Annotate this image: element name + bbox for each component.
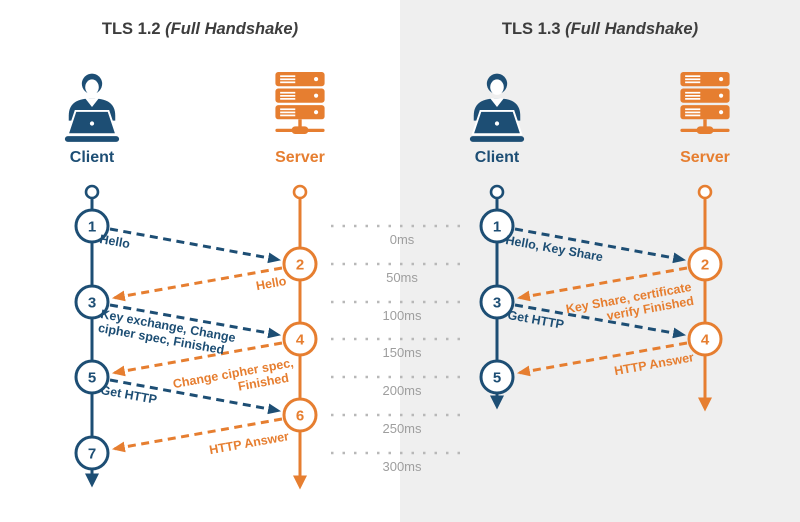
tls12-title-suffix: (Full Handshake) xyxy=(165,20,299,38)
tls12-step-4: 4 xyxy=(296,332,305,349)
tls12-message-arrows xyxy=(109,227,283,453)
tls12-arrow-get-http xyxy=(109,378,282,415)
tls12-title: TLS 1.2 (Full Handshake) xyxy=(0,20,400,39)
tls12-step-2: 2 xyxy=(296,257,304,274)
tls12-arrow-hello-reply xyxy=(111,266,283,302)
tls13-step-2: 2 xyxy=(701,257,709,274)
tls12-client-icon xyxy=(64,73,120,142)
time-label-250ms: 250ms xyxy=(382,421,422,436)
tls13-title-version: TLS 1.3 xyxy=(501,20,561,38)
tls12-step-5: 5 xyxy=(88,370,96,387)
tls13-step-1: 1 xyxy=(493,219,501,236)
tls13-title-suffix: (Full Handshake) xyxy=(565,20,699,38)
tls13-step-3: 3 xyxy=(493,295,501,312)
time-label-200ms: 200ms xyxy=(382,383,422,398)
tls13-step-4: 4 xyxy=(701,332,710,349)
tls12-title-version: TLS 1.2 xyxy=(101,20,161,38)
tls12-arrow-key-exchange xyxy=(109,303,282,339)
tls13-step-5: 5 xyxy=(493,370,501,387)
tls13-arrow-hello-keyshare xyxy=(514,227,687,264)
time-gridlines xyxy=(331,224,469,455)
tls13-client-label: Client xyxy=(474,149,520,166)
tls13-server-icon xyxy=(680,72,730,134)
tls12-arrow-change-cipher xyxy=(111,341,283,377)
tls12-step-1: 1 xyxy=(88,219,96,236)
tls12-step-circles: 1 2 3 4 5 6 7 xyxy=(74,208,318,471)
tls13-message-arrows xyxy=(514,227,688,377)
tls12-server-label: Server xyxy=(275,149,325,166)
tls12-step-3: 3 xyxy=(88,295,96,312)
tls12-step-6: 6 xyxy=(296,408,304,425)
tls13-client-icon xyxy=(469,73,525,142)
tls12-arrow-http-answer xyxy=(111,417,283,453)
tls13-arrow-get-http xyxy=(514,303,687,339)
tls13-title: TLS 1.3 (Full Handshake) xyxy=(400,20,800,39)
time-label-100ms: 100ms xyxy=(382,308,422,323)
tls12-server-icon xyxy=(275,72,325,134)
tls13-step-circles: 1 2 3 4 5 xyxy=(479,208,723,395)
time-label-150ms: 150ms xyxy=(382,345,422,360)
tls13-arrow-http-answer xyxy=(516,341,688,377)
time-label-50ms: 50ms xyxy=(386,270,418,285)
tls12-step-7: 7 xyxy=(88,446,96,463)
lifeline-start-dots xyxy=(84,184,713,200)
tls13-server-label: Server xyxy=(680,149,730,166)
time-label-0ms: 0ms xyxy=(389,232,415,247)
tls13-arrow-keyshare-finished xyxy=(516,266,688,302)
time-label-300ms: 300ms xyxy=(382,459,422,474)
tls13-panel-background xyxy=(400,0,800,522)
tls12-arrow-hello xyxy=(109,227,282,264)
tls12-client-label: Client xyxy=(69,149,115,166)
